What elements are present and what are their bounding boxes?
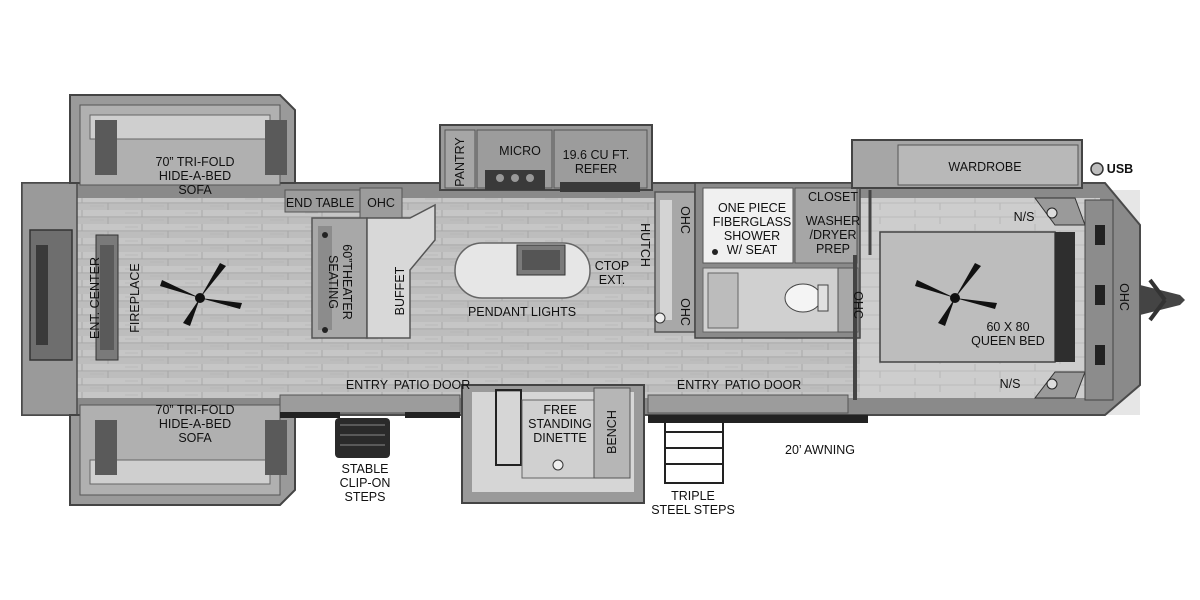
stable-steps-label: STABLE CLIP-ON STEPS: [339, 462, 391, 504]
theater-label: 60”THEATER SEATING: [326, 244, 354, 320]
triple-steps-shape: [664, 417, 724, 484]
ohc-living-cabinet: [359, 187, 403, 221]
bedroom-ceiling-fan: [915, 263, 997, 326]
hutch-label: HUTCH: [638, 223, 652, 267]
ns-top-label: N/S: [1013, 210, 1035, 224]
bench: [593, 387, 631, 479]
pantry-cabinet: [444, 129, 476, 189]
dinette-chairs: [495, 389, 522, 466]
rear-sofa-label: 70” TRI-FOLD HIDE-A-BED SOFA: [155, 403, 235, 445]
bottom-wall-left: [279, 394, 461, 414]
buffet: [366, 203, 436, 339]
ns-bottom-label: N/S: [999, 377, 1021, 391]
bed-label: 60 X 80 QUEEN BED: [971, 320, 1045, 348]
refer-label: 19.6 CU FT. REFER: [562, 148, 630, 176]
micro-label: MICRO: [499, 144, 541, 158]
hitch: [1140, 278, 1185, 322]
usb-port: [1090, 162, 1104, 176]
stable-steps-shape: [335, 418, 390, 458]
closet: [794, 187, 858, 264]
ent-center-label: ENT. CENTER: [88, 257, 102, 339]
fireplace-label: FIREPLACE: [128, 263, 142, 333]
refer-unit: [553, 129, 648, 189]
ohc-bath-label: OHC: [851, 291, 865, 319]
shower-label: ONE PIECE FIBERGLASS SHOWER W/ SEAT: [712, 201, 792, 257]
entry-right-label: ENTRY: [676, 378, 720, 392]
ohc-bedroom-label: OHC: [1117, 283, 1131, 311]
entry-left-label: ENTRY: [345, 378, 389, 392]
patio-left-label: PATIO DOOR: [393, 378, 471, 392]
nightstand-bottom: [1033, 371, 1086, 399]
ohc-kitchen-bottom-label: OHC: [678, 298, 692, 326]
bottom-wall-right: [647, 394, 849, 414]
shower: [702, 187, 794, 264]
closet-label: CLOSET: [807, 190, 858, 204]
ohc-living-label: OHC: [367, 196, 395, 210]
front-sofa-label: 70” TRI-FOLD HIDE-A-BED SOFA: [155, 155, 235, 197]
wardrobe-label: WARDROBE: [948, 160, 1022, 174]
pantry-label: PANTRY: [453, 137, 467, 187]
pendant-label: PENDANT LIGHTS: [467, 305, 577, 319]
washer-label: WASHER /DRYER PREP: [805, 214, 861, 256]
bench-label: BENCH: [605, 410, 619, 454]
buffet-label: BUFFET: [393, 266, 407, 316]
living-ceiling-fan: [160, 263, 242, 326]
ctop-label: CTOP EXT.: [594, 259, 630, 287]
ohc-kitchen-top-label: OHC: [678, 206, 692, 234]
dinette-label: FREE STANDING DINETTE: [528, 403, 592, 445]
toilet: [784, 283, 822, 313]
usb-label: USB: [1106, 162, 1134, 176]
end-table-label: END TABLE: [285, 196, 355, 210]
awning-label: 20’ AWNING: [785, 443, 855, 457]
queen-bed: [879, 231, 1056, 363]
patio-right-label: PATIO DOOR: [724, 378, 802, 392]
awning: [648, 415, 868, 423]
triple-steps-label: TRIPLE STEEL STEPS: [651, 489, 735, 517]
